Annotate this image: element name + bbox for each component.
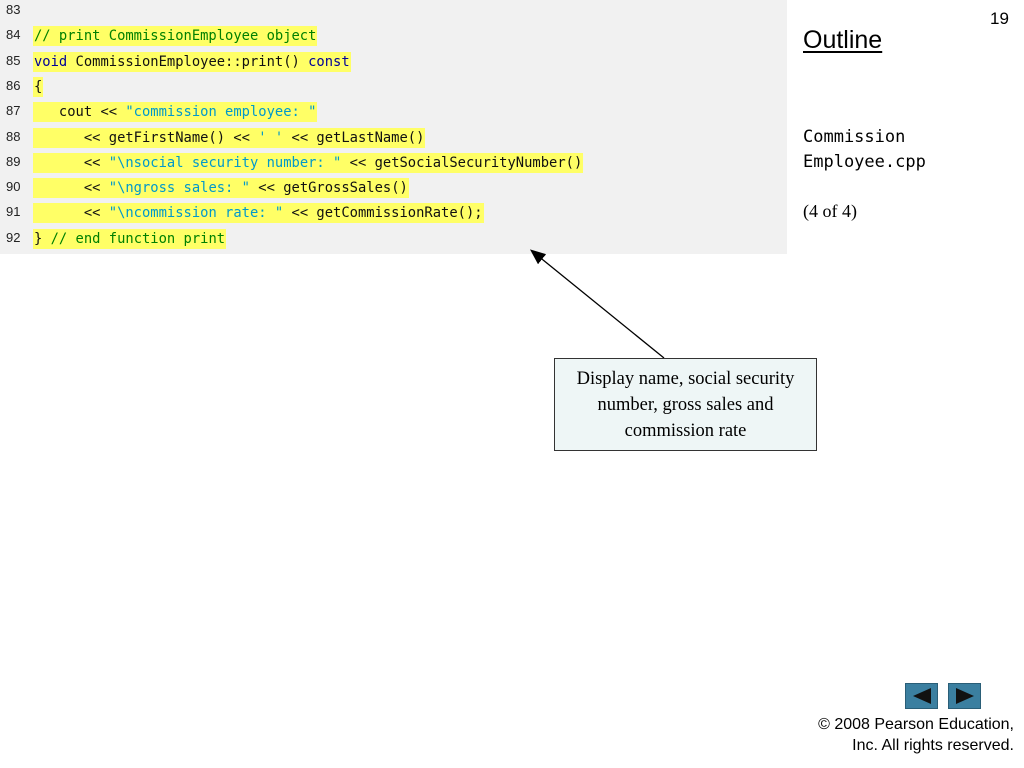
code-token: "commission employee: " bbox=[125, 104, 317, 121]
code-text: << "\ncommission rate: " << getCommissio… bbox=[33, 203, 484, 224]
code-text: } // end function print bbox=[33, 228, 227, 249]
code-token: "\ngross sales: " bbox=[108, 180, 250, 197]
code-line: 83 bbox=[0, 0, 787, 25]
outline-link[interactable]: Outline bbox=[803, 26, 883, 54]
line-number: 90 bbox=[6, 179, 21, 195]
code-text: << "\nsocial security number: " << getSo… bbox=[33, 152, 584, 173]
page-number: 19 bbox=[990, 9, 1009, 28]
file-name-line: Commission bbox=[803, 127, 906, 147]
line-number: 88 bbox=[6, 128, 21, 144]
code-line: 90 << "\ngross sales: " << getGrossSales… bbox=[0, 177, 787, 202]
code-line: 84 // print CommissionEmployee object bbox=[0, 25, 787, 50]
copyright-line: Inc. All rights reserved. bbox=[852, 737, 1014, 754]
code-text: void CommissionEmployee::print() const bbox=[33, 51, 351, 72]
code-token: const bbox=[308, 53, 350, 70]
next-slide-button[interactable] bbox=[948, 683, 981, 709]
file-name: Commission Employee.cpp bbox=[803, 125, 1003, 175]
page-of-indicator: (4 of 4) bbox=[803, 201, 857, 221]
code-text: << "\ngross sales: " << getGrossSales() bbox=[33, 178, 409, 199]
triangle-right-icon bbox=[955, 688, 974, 704]
file-name-line: Employee.cpp bbox=[803, 152, 926, 172]
callout-text: Display name, social security number, gr… bbox=[576, 368, 795, 441]
previous-slide-button[interactable] bbox=[905, 683, 938, 709]
code-token: << getFirstName() << bbox=[34, 129, 259, 146]
code-token: << bbox=[34, 154, 109, 171]
copyright: © 2008 Pearson Education, Inc. All right… bbox=[754, 714, 1014, 756]
code-text: cout << "commission employee: " bbox=[33, 102, 318, 123]
code-token: ' ' bbox=[258, 129, 284, 146]
code-token: "\ncommission rate: " bbox=[108, 205, 284, 222]
line-number: 86 bbox=[6, 77, 21, 93]
code-text: << getFirstName() << ' ' << getLastName(… bbox=[33, 127, 426, 148]
line-number: 92 bbox=[6, 229, 21, 245]
code-token: << getSocialSecurityNumber() bbox=[341, 154, 583, 171]
line-number: 87 bbox=[6, 103, 21, 119]
code-line: 87 cout << "commission employee: " bbox=[0, 101, 787, 126]
code-token: "\nsocial security number: " bbox=[108, 154, 342, 171]
code-line: 85 void CommissionEmployee::print() const bbox=[0, 51, 787, 76]
code-token: << getGrossSales() bbox=[249, 180, 408, 197]
code-token: << getCommissionRate(); bbox=[283, 205, 483, 222]
code-token: // end function print bbox=[50, 230, 226, 247]
line-number: 89 bbox=[6, 153, 21, 169]
code-text: // print CommissionEmployee object bbox=[33, 26, 318, 47]
code-token: void bbox=[34, 53, 68, 70]
code-line: 86 { bbox=[0, 76, 787, 101]
code-token: // print CommissionEmployee object bbox=[34, 28, 317, 45]
callout-box: Display name, social security number, gr… bbox=[554, 358, 817, 451]
copyright-line: © 2008 Pearson Education, bbox=[818, 716, 1014, 733]
code-token: CommissionEmployee::print() bbox=[67, 53, 309, 70]
line-number: 91 bbox=[6, 204, 21, 220]
code-panel: 83 84 // print CommissionEmployee object 85… bbox=[0, 0, 787, 254]
line-number: 84 bbox=[6, 27, 21, 43]
code-token: cout << bbox=[34, 104, 126, 121]
code-token: << bbox=[34, 180, 109, 197]
code-text: { bbox=[33, 76, 44, 97]
code-token: } bbox=[34, 230, 51, 247]
code-line: 89 << "\nsocial security number: " << ge… bbox=[0, 152, 787, 177]
code-line: 88 << getFirstName() << ' ' << getLastNa… bbox=[0, 127, 787, 152]
code-token: << bbox=[34, 205, 109, 222]
code-token: << getLastName() bbox=[283, 129, 425, 146]
code-line: 92} // end function print bbox=[0, 228, 787, 253]
line-number: 83 bbox=[6, 2, 21, 17]
code-token: { bbox=[34, 78, 43, 95]
line-number: 85 bbox=[6, 52, 21, 68]
triangle-left-icon bbox=[912, 688, 931, 704]
code-line: 91 << "\ncommission rate: " << getCommis… bbox=[0, 202, 787, 227]
